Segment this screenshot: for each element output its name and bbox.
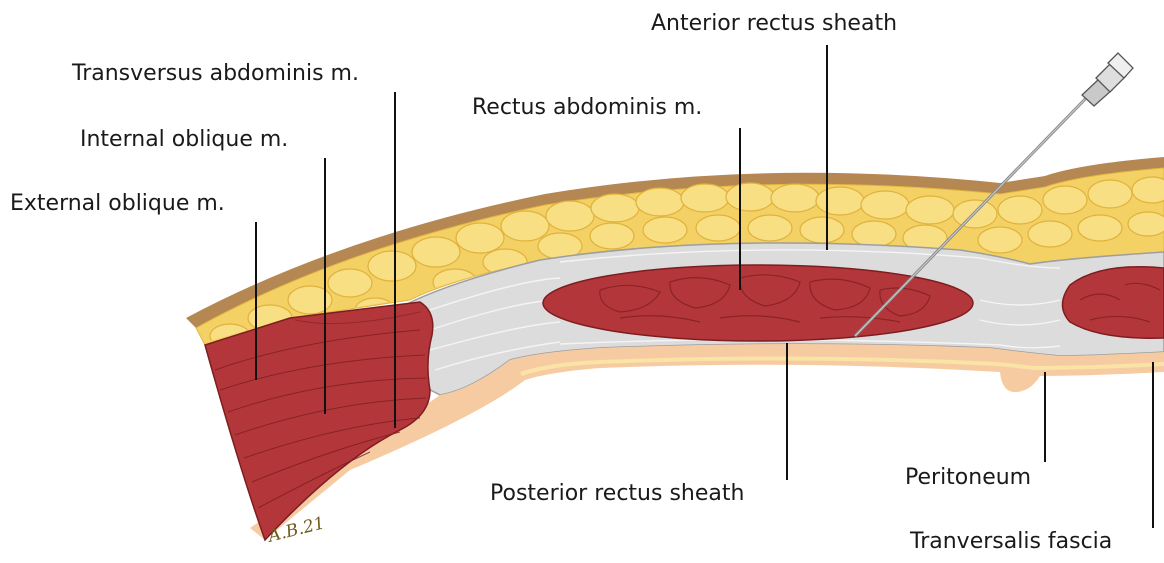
- label-transversus-abdominis: Transversus abdominis m.: [72, 61, 359, 87]
- label-transversalis-fascia: Tranversalis fascia: [910, 529, 1112, 555]
- label-posterior-rectus-sheath: Posterior rectus sheath: [490, 481, 744, 507]
- label-external-oblique: External oblique m.: [10, 191, 225, 217]
- label-internal-oblique: Internal oblique m.: [80, 127, 288, 153]
- lateral-muscle-group: [205, 302, 433, 540]
- label-rectus-abdominis: Rectus abdominis m.: [472, 95, 702, 121]
- label-anterior-rectus-sheath: Anterior rectus sheath: [651, 11, 897, 37]
- label-peritoneum: Peritoneum: [905, 465, 1031, 491]
